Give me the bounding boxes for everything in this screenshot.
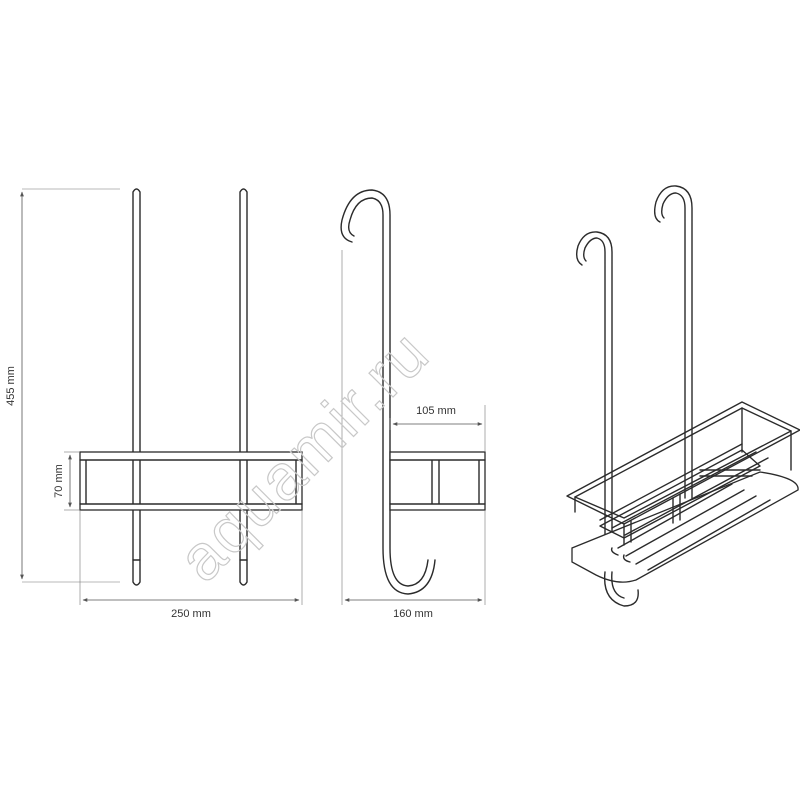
front-left-rod — [132, 188, 141, 586]
side-view — [340, 189, 486, 595]
dim-depth-total-label: 160 mm — [393, 608, 433, 620]
dim-width-label: 250 mm — [171, 608, 211, 620]
iso-front-rod — [575, 231, 613, 541]
side-basket-inner — [389, 459, 486, 505]
side-hook-inner — [347, 197, 436, 595]
iso-tray-slots — [610, 483, 771, 571]
dim-basket-height-label: 70 mm — [53, 464, 65, 498]
side-hook-outer — [340, 189, 429, 587]
isometric-view — [566, 185, 800, 607]
front-basket-inner — [79, 459, 303, 505]
front-view — [79, 188, 303, 586]
iso-basket-floor — [599, 443, 769, 536]
side-dimensions: 105 mm 160 mm — [341, 250, 486, 620]
front-dimensions: 455 mm 70 mm 250 mm — [5, 188, 303, 620]
iso-rear-rod — [653, 185, 693, 499]
front-right-rod — [239, 188, 248, 586]
dim-depth-basket-label: 105 mm — [416, 405, 456, 417]
dim-height-label: 455 mm — [5, 366, 17, 406]
front-basket — [79, 451, 303, 511]
iso-rod-lower-ends — [603, 571, 639, 607]
side-basket — [389, 451, 486, 511]
